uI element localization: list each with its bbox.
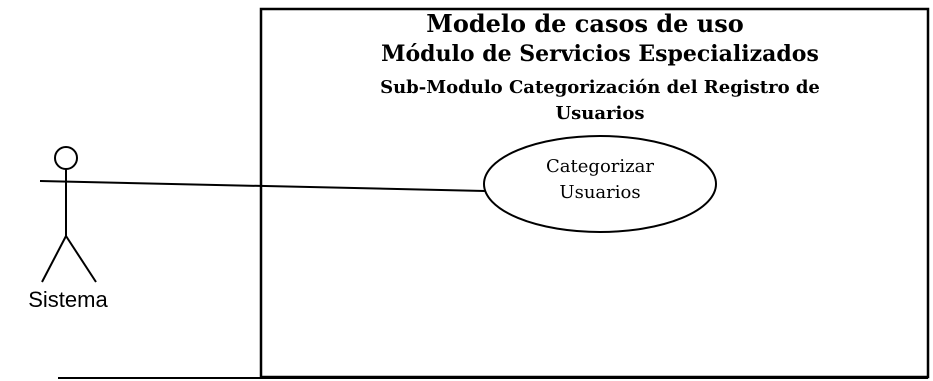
use-case-label-line1: Categorizar (546, 156, 654, 177)
use-case-categorizar-usuarios (483, 135, 717, 233)
actor-head (54, 146, 78, 170)
actor-label: Sistema (28, 287, 108, 312)
diagram-title: Modelo de casos de uso (426, 9, 743, 38)
module-title: Módulo de Servicios Especializados (381, 41, 819, 67)
actor-left-leg (41, 235, 67, 283)
submodule-title-line1: Sub-Modulo Categorización del Registro d… (380, 77, 820, 98)
association-line (39, 180, 486, 192)
submodule-title-line2: Usuarios (555, 103, 644, 124)
actor-figure (41, 146, 97, 283)
actor-right-leg (65, 235, 97, 283)
use-case-label-line2: Usuarios (559, 182, 640, 203)
